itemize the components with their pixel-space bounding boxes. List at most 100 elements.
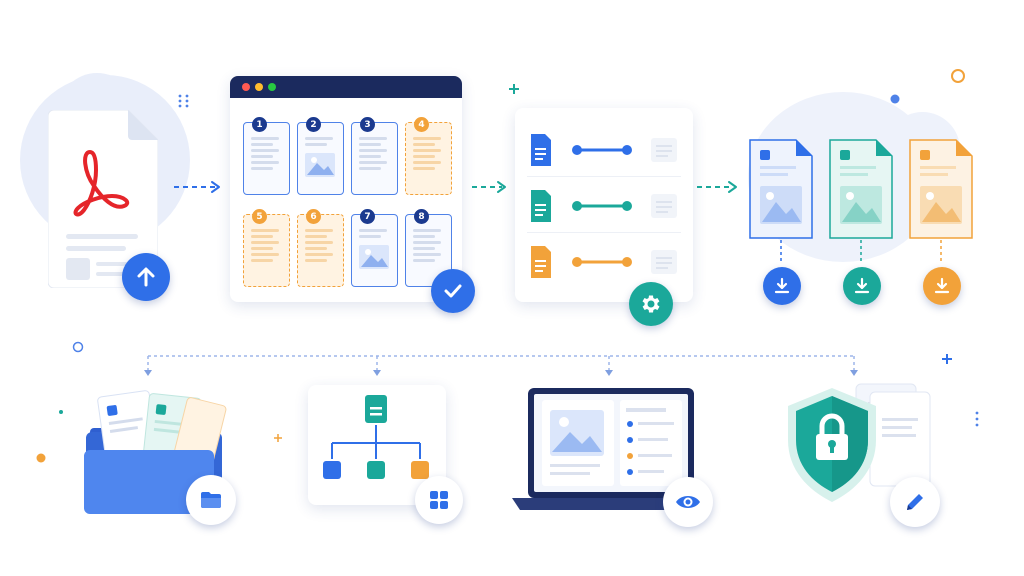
plus-decoration-orange (274, 434, 282, 442)
page-number-badge: 2 (306, 117, 321, 132)
page-text-line (251, 137, 279, 140)
page-text-line (359, 137, 387, 140)
conversion-rows (531, 134, 677, 278)
page-thumbnail-2[interactable]: 2 (297, 117, 344, 195)
page-text-line (413, 259, 435, 262)
page-number-badge: 1 (252, 117, 267, 132)
conversion-panel (515, 108, 693, 302)
page-text-line (251, 155, 273, 158)
page-text-line (251, 241, 279, 244)
security-illustration (788, 383, 931, 502)
pencil-icon (907, 494, 923, 510)
page-text-line (251, 247, 273, 250)
window-maximize-dot[interactable] (268, 83, 276, 91)
dot-decoration (890, 94, 900, 104)
page-text-line (413, 167, 435, 170)
page-text-line (413, 247, 435, 250)
dot-decoration-orange (36, 453, 46, 463)
grid-icon (430, 491, 448, 509)
page-number-badge: 4 (414, 117, 429, 132)
page-thumbnail-4[interactable]: 4 (405, 117, 452, 195)
confirm-selection-button[interactable] (431, 269, 475, 313)
page-text-line (251, 259, 273, 262)
eye-icon (676, 496, 700, 508)
download-icon (854, 277, 870, 294)
page-text-line (359, 235, 381, 238)
gear-icon (642, 295, 660, 313)
feature-connector-lines (144, 355, 858, 376)
page-text-line (359, 229, 387, 232)
page-text-line (413, 235, 435, 238)
download-icon (934, 277, 950, 294)
page-text-line (359, 143, 381, 146)
page-text-line (251, 235, 273, 238)
page-number-badge: 5 (252, 209, 267, 224)
page-text-line (305, 137, 333, 140)
laptop-preview (512, 388, 710, 510)
ring-decoration-small (72, 341, 84, 353)
dot-decoration-teal (59, 410, 63, 414)
page-text-line (413, 241, 441, 244)
ring-decoration (951, 69, 965, 83)
page-text-line (305, 229, 333, 232)
output-document-3 (909, 139, 973, 264)
arrow-up-icon (137, 267, 155, 287)
page-text-line (359, 155, 381, 158)
page-text-line (359, 161, 387, 164)
page-number-badge: 8 (414, 209, 429, 224)
download-button-blue[interactable] (763, 267, 801, 305)
output-documents (749, 139, 973, 264)
conversion-row-1 (531, 134, 677, 166)
plus-decoration-blue (942, 354, 952, 364)
page-text-line (305, 259, 327, 262)
preview-button[interactable] (663, 477, 713, 527)
conversion-row-3 (531, 246, 677, 278)
download-icon (774, 277, 790, 294)
page-text-line (305, 253, 333, 256)
settings-button[interactable] (629, 282, 673, 326)
page-thumbnail-7[interactable]: 7 (351, 209, 398, 287)
hierarchy-diagram (323, 395, 429, 479)
page-text-line (251, 143, 273, 146)
page-text-line (251, 161, 279, 164)
page-text-line (305, 241, 333, 244)
page-text-line (251, 229, 279, 232)
flow-arrow-1 (174, 181, 220, 193)
row-divider (527, 232, 681, 233)
folder-button[interactable] (186, 475, 236, 525)
image-icon (359, 245, 389, 269)
page-text-line (413, 149, 441, 152)
page-text-line (251, 149, 279, 152)
page-thumbnail-1[interactable]: 1 (243, 117, 290, 195)
page-text-line (359, 167, 381, 170)
dots-decoration (178, 94, 189, 108)
window-minimize-dot[interactable] (255, 83, 263, 91)
page-thumbnail-3[interactable]: 3 (351, 117, 398, 195)
page-number-badge: 6 (306, 209, 321, 224)
page-text-line (305, 247, 327, 250)
page-text-line (251, 167, 273, 170)
page-text-line (305, 143, 327, 146)
page-thumbnail-5[interactable]: 5 (243, 209, 290, 287)
page-text-line (413, 161, 441, 164)
download-button-orange[interactable] (923, 267, 961, 305)
window-close-dot[interactable] (242, 83, 250, 91)
image-icon (305, 153, 335, 177)
folder-icon (201, 492, 221, 508)
checkmark-icon (444, 284, 462, 298)
page-number-badge: 7 (360, 209, 375, 224)
dots-decoration-right (975, 411, 979, 427)
conversion-row-2 (531, 190, 677, 222)
download-button-teal[interactable] (843, 267, 881, 305)
output-document-2 (829, 139, 893, 264)
page-text-line (251, 253, 279, 256)
page-text-line (413, 137, 441, 140)
edit-button[interactable] (890, 477, 940, 527)
page-thumbnail-6[interactable]: 6 (297, 209, 344, 287)
upload-button[interactable] (122, 253, 170, 301)
page-text-line (413, 143, 435, 146)
layout-grid-button[interactable] (415, 476, 463, 524)
page-thumbnail-8[interactable]: 8 (405, 209, 452, 287)
plus-decoration (509, 84, 519, 94)
page-text-line (413, 229, 441, 232)
